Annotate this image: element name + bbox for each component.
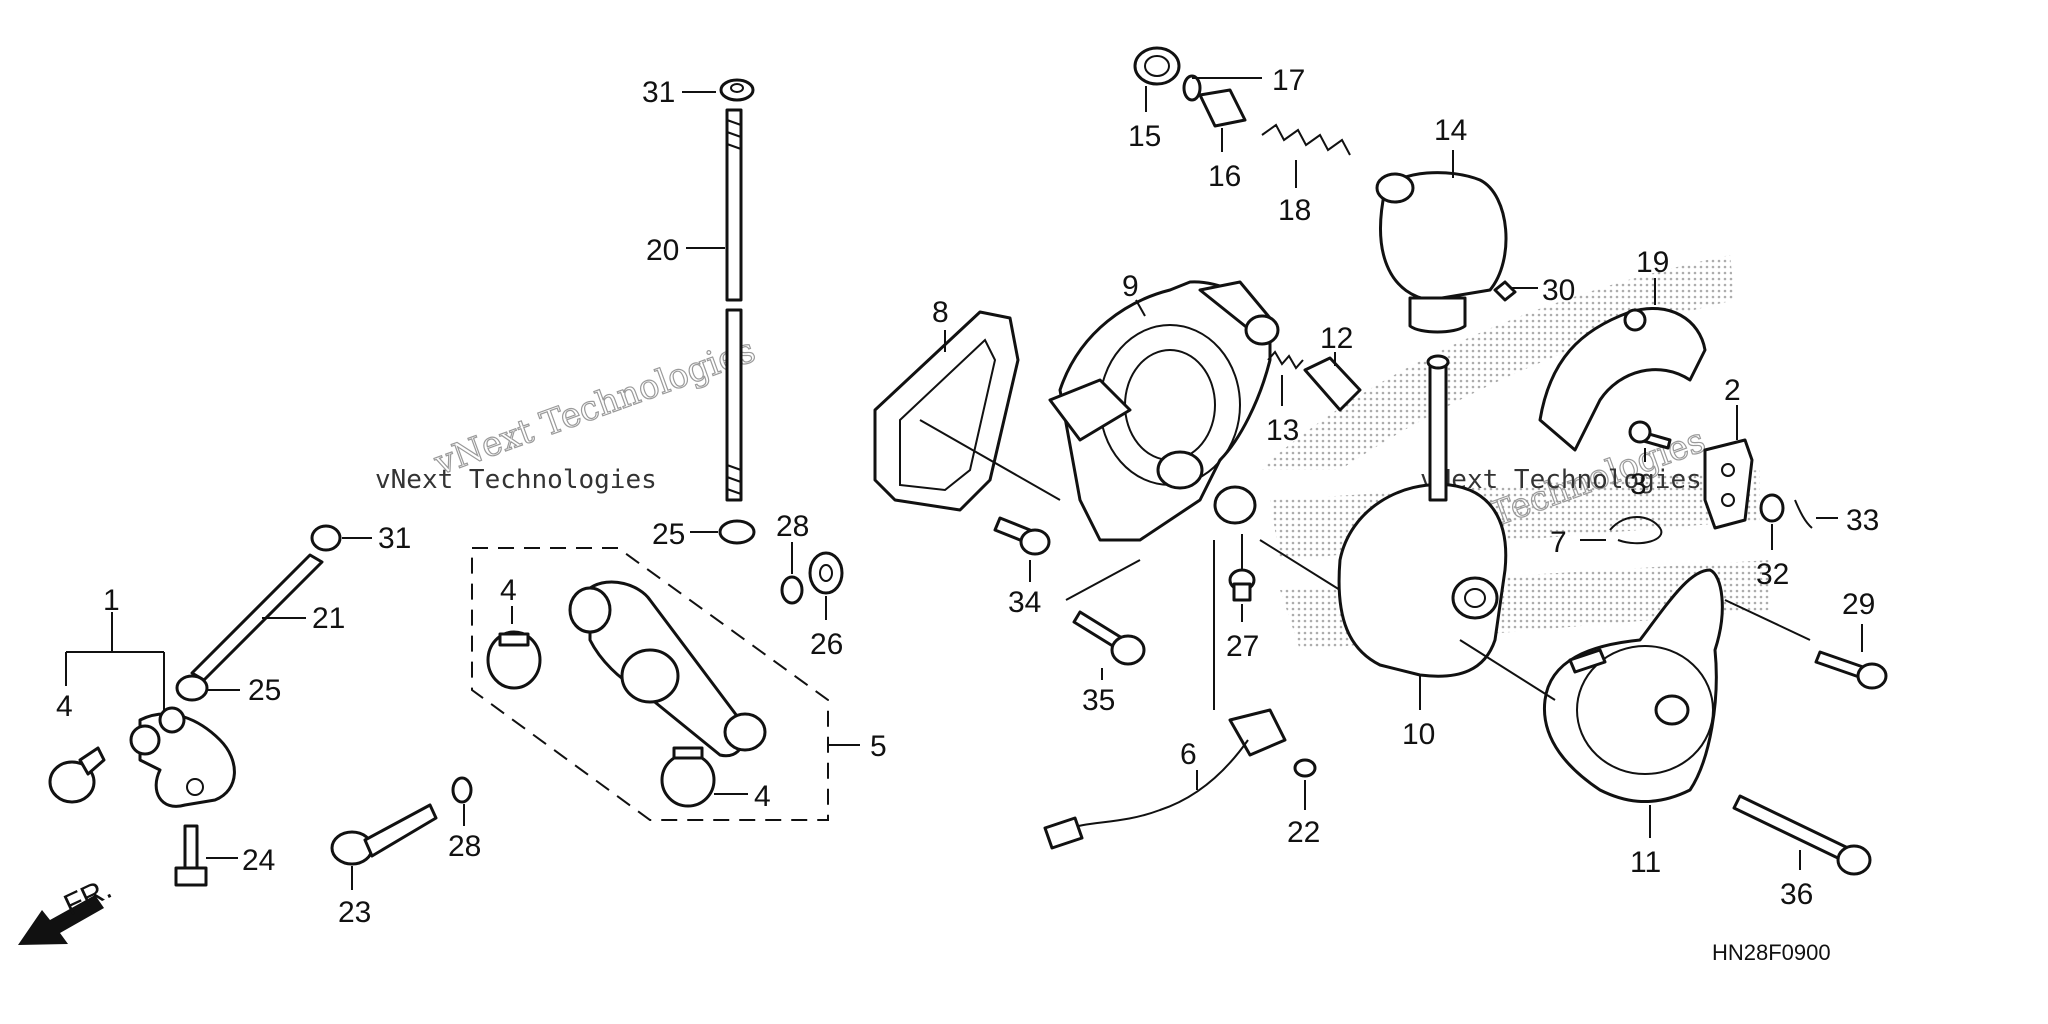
nut-31-top xyxy=(682,78,755,102)
callout-28-lower: 28 xyxy=(448,830,481,863)
callout-19: 19 xyxy=(1636,246,1669,279)
callout-30: 30 xyxy=(1542,274,1575,307)
bracket-8 xyxy=(873,310,1020,512)
callout-4-right: 4 xyxy=(754,780,771,813)
screw-30 xyxy=(1493,280,1538,302)
washer-28-lower xyxy=(451,776,473,826)
cover-plate-11 xyxy=(1542,568,1724,838)
spring-18 xyxy=(1261,123,1351,188)
callout-8: 8 xyxy=(932,296,949,329)
callout-22: 22 xyxy=(1287,816,1320,849)
spring-7 xyxy=(1580,516,1663,545)
ring-17 xyxy=(1182,74,1262,102)
callout-27: 27 xyxy=(1226,630,1259,663)
nut-25-left xyxy=(175,674,240,702)
callout-2: 2 xyxy=(1724,374,1741,407)
callout-4-mid: 4 xyxy=(500,574,517,607)
pin-23 xyxy=(330,803,438,890)
callout-36: 36 xyxy=(1780,878,1813,911)
callout-7: 7 xyxy=(1550,526,1567,559)
spring-13 xyxy=(1267,350,1304,406)
housing-9 xyxy=(1048,280,1280,542)
assembly-5-outline xyxy=(471,547,860,821)
bolt-34 xyxy=(993,516,1051,582)
washer-32 xyxy=(1759,493,1785,550)
callout-25-left: 25 xyxy=(248,674,281,707)
diagram-code: HN28F0900 xyxy=(1712,940,1831,965)
callout-13: 13 xyxy=(1266,414,1299,447)
plunger-12 xyxy=(1303,352,1362,412)
callout-15: 15 xyxy=(1128,120,1161,153)
ball-joint-4-mid xyxy=(486,606,542,690)
link-arm-5 xyxy=(568,580,767,758)
callout-17: 17 xyxy=(1272,64,1305,97)
screw-22 xyxy=(1293,758,1317,810)
bolt-27 xyxy=(1228,534,1256,622)
callout-23: 23 xyxy=(338,896,371,929)
callout-11: 11 xyxy=(1630,846,1661,879)
watermark-left: vNext Technologies vNext Technologies xyxy=(375,330,761,495)
bracket-2 xyxy=(1703,405,1754,530)
svg-text:vNext Technologies: vNext Technologies xyxy=(375,465,657,495)
callout-24: 24 xyxy=(242,844,275,877)
callout-28: 28 xyxy=(776,510,809,543)
bolt-24 xyxy=(174,824,238,887)
callout-16: 16 xyxy=(1208,160,1241,193)
callout-31-side: 31 xyxy=(378,522,411,555)
rod-20 xyxy=(686,108,743,502)
callout-29: 29 xyxy=(1842,588,1875,621)
callout-12: 12 xyxy=(1320,322,1353,355)
assembly-leaders xyxy=(919,419,1811,701)
ball-joint-4-left xyxy=(48,746,106,804)
callout-1: 1 xyxy=(103,584,120,617)
callout-35: 35 xyxy=(1082,684,1115,717)
bolt-35 xyxy=(1065,559,1146,680)
callout-18: 18 xyxy=(1278,194,1311,227)
pin-33 xyxy=(1794,499,1838,529)
callout-10: 10 xyxy=(1402,718,1435,751)
bolt-3 xyxy=(1628,420,1672,462)
switch-harness-6 xyxy=(1043,540,1287,850)
callout-3: 3 xyxy=(1630,468,1647,501)
callout-33: 33 xyxy=(1846,504,1879,537)
boot-15 xyxy=(1133,46,1181,112)
shift-knob-14 xyxy=(1375,150,1508,334)
callout-9: 9 xyxy=(1122,270,1139,303)
rod-21 xyxy=(190,553,324,682)
callout-25: 25 xyxy=(652,518,685,551)
callout-32: 32 xyxy=(1756,558,1789,591)
callout-31: 31 xyxy=(642,76,675,109)
bolt-29 xyxy=(1814,624,1888,690)
ball-joint-4-right xyxy=(660,746,748,808)
bolt-36 xyxy=(1732,794,1872,876)
cover-19 xyxy=(1538,278,1707,452)
nut-25-center xyxy=(690,519,756,545)
callout-5: 5 xyxy=(870,730,887,763)
callout-14: 14 xyxy=(1434,114,1467,147)
svg-text:vNext Technologies: vNext Technologies xyxy=(428,330,760,483)
callout-4-left: 4 xyxy=(56,690,73,723)
nut-31-side xyxy=(310,524,372,552)
callout-20: 20 xyxy=(646,234,679,267)
shift-case-10 xyxy=(1337,354,1508,710)
callout-26: 26 xyxy=(810,628,843,661)
washer-26 xyxy=(808,551,844,620)
collar-16 xyxy=(1198,88,1247,152)
callout-34: 34 xyxy=(1008,586,1041,619)
link-arm-1 xyxy=(129,706,236,808)
callout-21: 21 xyxy=(312,602,345,635)
front-arrow-icon xyxy=(18,895,104,945)
callout-1-bracket xyxy=(65,612,165,712)
callout-6: 6 xyxy=(1180,738,1197,771)
washer-28-upper xyxy=(780,542,804,605)
